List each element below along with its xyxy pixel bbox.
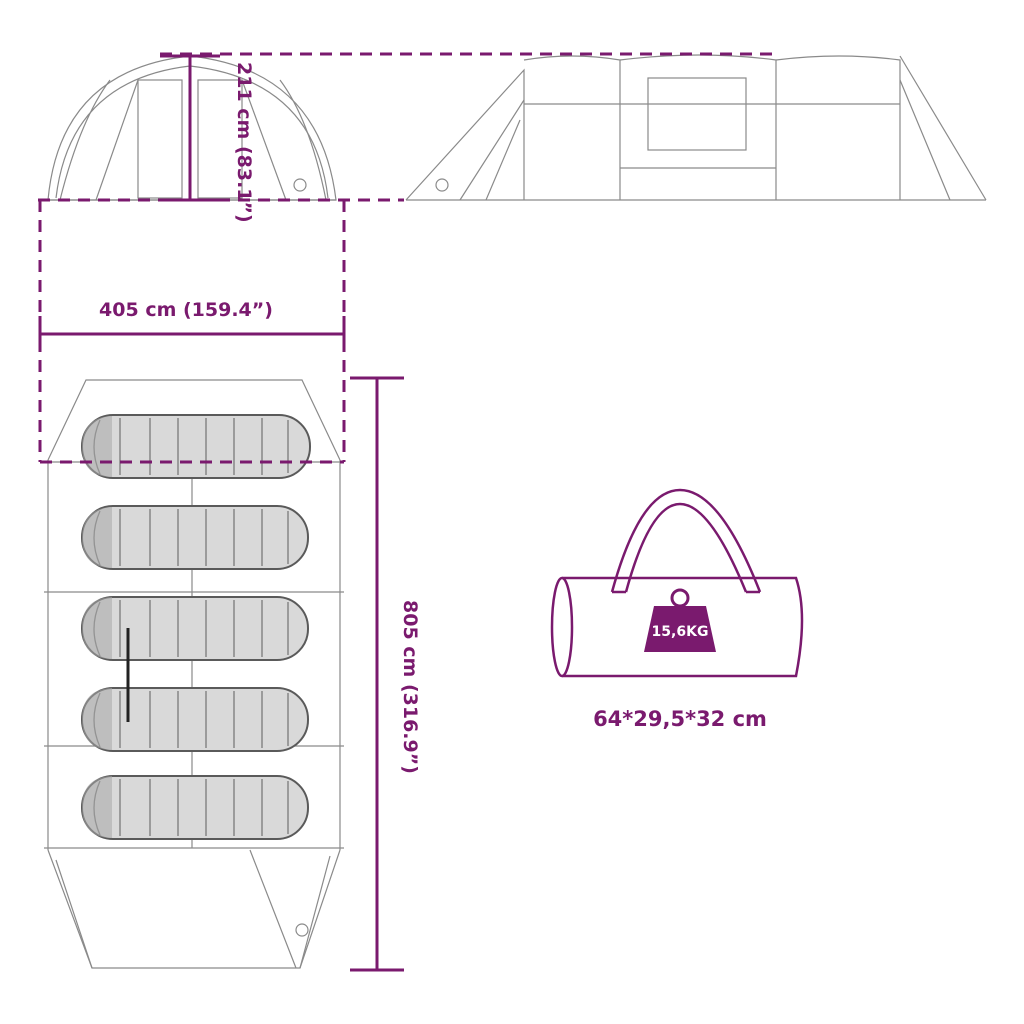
weight-icon (644, 588, 716, 652)
width-label: 405 cm (159.4”) (99, 299, 273, 321)
weight-label: 15,6KG (652, 624, 709, 640)
height-label: 211 cm (83.1”) (233, 62, 255, 223)
sleeping-bag (81, 505, 309, 570)
dashed-guides (38, 52, 772, 464)
sleeping-bag (81, 775, 309, 840)
carry-bag (550, 488, 804, 678)
tent-front-view (47, 55, 337, 201)
height-dimension (160, 54, 220, 202)
sleeping-bag-shading (82, 416, 112, 838)
sleeping-bag (81, 596, 309, 661)
tent-side-view (405, 54, 987, 201)
sleeping-bag (81, 414, 311, 479)
sleeping-bags (81, 414, 311, 840)
length-dimension (350, 376, 404, 972)
bag-handle (610, 488, 762, 593)
sleeping-bag (81, 687, 309, 752)
length-label: 805 cm (316.9”) (399, 600, 421, 774)
width-dimension (38, 316, 346, 352)
bag-size-label: 64*29,5*32 cm (593, 707, 767, 731)
